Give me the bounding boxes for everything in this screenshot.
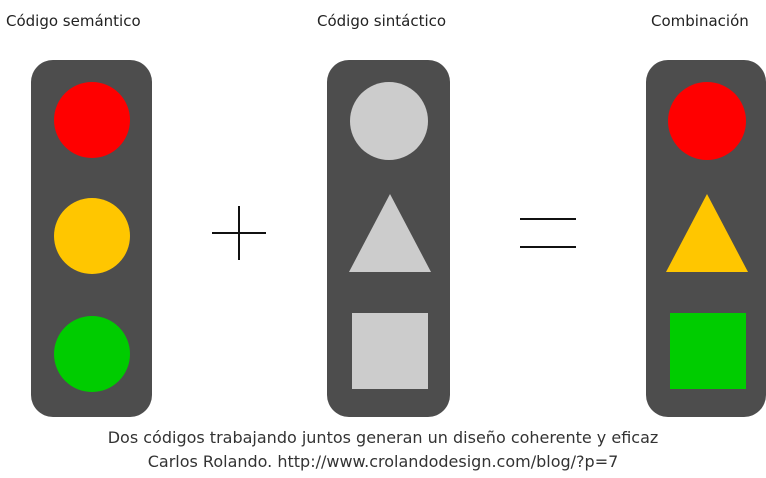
semantic-red-circle [54,82,130,158]
caption-line-2: Carlos Rolando. http://www.crolandodesig… [147,452,619,471]
syntactic-code-title: Código sintáctico [317,12,447,30]
combination-red-circle [668,82,746,160]
semantic-code-title: Código semántico [6,12,141,30]
combination-green-square [670,313,746,389]
plus-icon [212,206,266,260]
semantic-green-circle [54,316,130,392]
syntactic-square [352,313,428,389]
syntactic-circle [350,82,428,160]
equals-icon [520,218,576,248]
syntactic-triangle [349,194,431,272]
combination-title: Combinación [651,12,749,30]
combination-yellow-triangle [666,194,748,272]
caption-line-1: Dos códigos trabajando juntos generan un… [107,428,659,447]
semantic-yellow-circle [54,198,130,274]
